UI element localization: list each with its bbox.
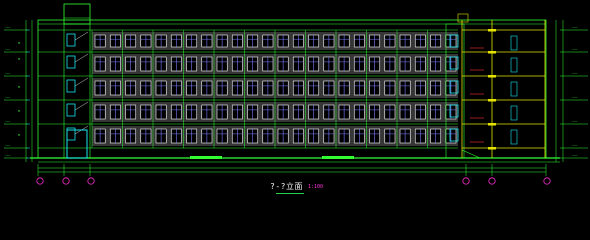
section-beam <box>488 29 496 32</box>
axis-bubble <box>62 177 70 185</box>
right-stair-window <box>449 34 459 48</box>
section-door <box>510 35 518 51</box>
section-door <box>510 81 518 97</box>
right-stair-bay <box>445 23 465 159</box>
axis-bubble <box>87 177 95 185</box>
level-mark: ~~~ <box>572 26 578 30</box>
level-mark: ~~~ <box>572 72 578 76</box>
stair-run <box>74 77 89 87</box>
drawing-title-text: ?-?立面 <box>270 182 303 191</box>
level-mark: ~~~ <box>572 48 578 52</box>
section-beam <box>488 147 496 150</box>
level-mark: ~~~ <box>5 72 11 76</box>
level-mark: ~~~ <box>572 154 578 158</box>
entrance-door <box>66 129 88 159</box>
level-mark: ~~~ <box>5 48 11 52</box>
dim-text: ≡ <box>18 57 20 61</box>
ground-entrance-2 <box>322 156 354 159</box>
dim-text: ≡ <box>18 133 20 137</box>
stair-run <box>74 101 89 111</box>
axis-bubble <box>462 177 470 185</box>
section-beam <box>488 99 496 102</box>
right-stair-window <box>449 128 459 142</box>
right-stair-window <box>449 104 459 118</box>
right-level-dimensions: ~~~ ~~~ ~~~ ~~~ ~~~ ~~~ ~~~ <box>555 20 588 162</box>
section-beam <box>488 75 496 78</box>
level-mark: ~~~ <box>5 154 11 158</box>
section-door <box>510 57 518 73</box>
level-mark: ~~~ <box>572 120 578 124</box>
level-mark: ~~~ <box>5 144 11 148</box>
left-level-dimensions: ~~~ ~~~ ~~~ ~~~ ~~~ ~~~ ~~~ ≡ ≡ ≡ ≡ ≡ <box>4 20 33 162</box>
section-beam <box>488 123 496 126</box>
axis-bubble <box>36 177 44 185</box>
level-mark: ~~~ <box>572 96 578 100</box>
facade-elevation <box>30 3 560 163</box>
section-ramp <box>461 149 481 159</box>
grid-axis-markers <box>36 164 551 185</box>
stair-run <box>74 53 89 63</box>
stair-run <box>74 31 89 41</box>
right-stair-window <box>449 80 459 94</box>
section-beam <box>488 51 496 54</box>
section-door <box>510 105 518 121</box>
axis-bubble <box>488 177 496 185</box>
dim-text: ≡ <box>18 85 20 89</box>
drawing-title: ?-?立面 1:100 <box>270 181 323 193</box>
section-door <box>510 129 518 145</box>
dim-text: ≡ <box>18 41 20 45</box>
level-mark: ~~~ <box>5 120 11 124</box>
right-stair-window <box>449 56 459 70</box>
drawing-scale-text: 1:100 <box>307 184 324 190</box>
section-parapet <box>457 13 469 23</box>
level-mark: ~~~ <box>5 96 11 100</box>
level-mark: ~~~ <box>5 26 11 30</box>
level-mark: ~~~ <box>572 144 578 148</box>
section-portion <box>457 13 546 159</box>
drawing-title-underline <box>276 193 304 194</box>
axis-bubble <box>543 177 551 185</box>
dim-text: ≡ <box>18 109 20 113</box>
elevation-drawing: ~~~~~~~~~~~~~~~~~~~~~≡≡≡≡≡ ~~~~~~~~~~~~~… <box>4 3 588 185</box>
ground-entrance-1 <box>190 156 222 159</box>
